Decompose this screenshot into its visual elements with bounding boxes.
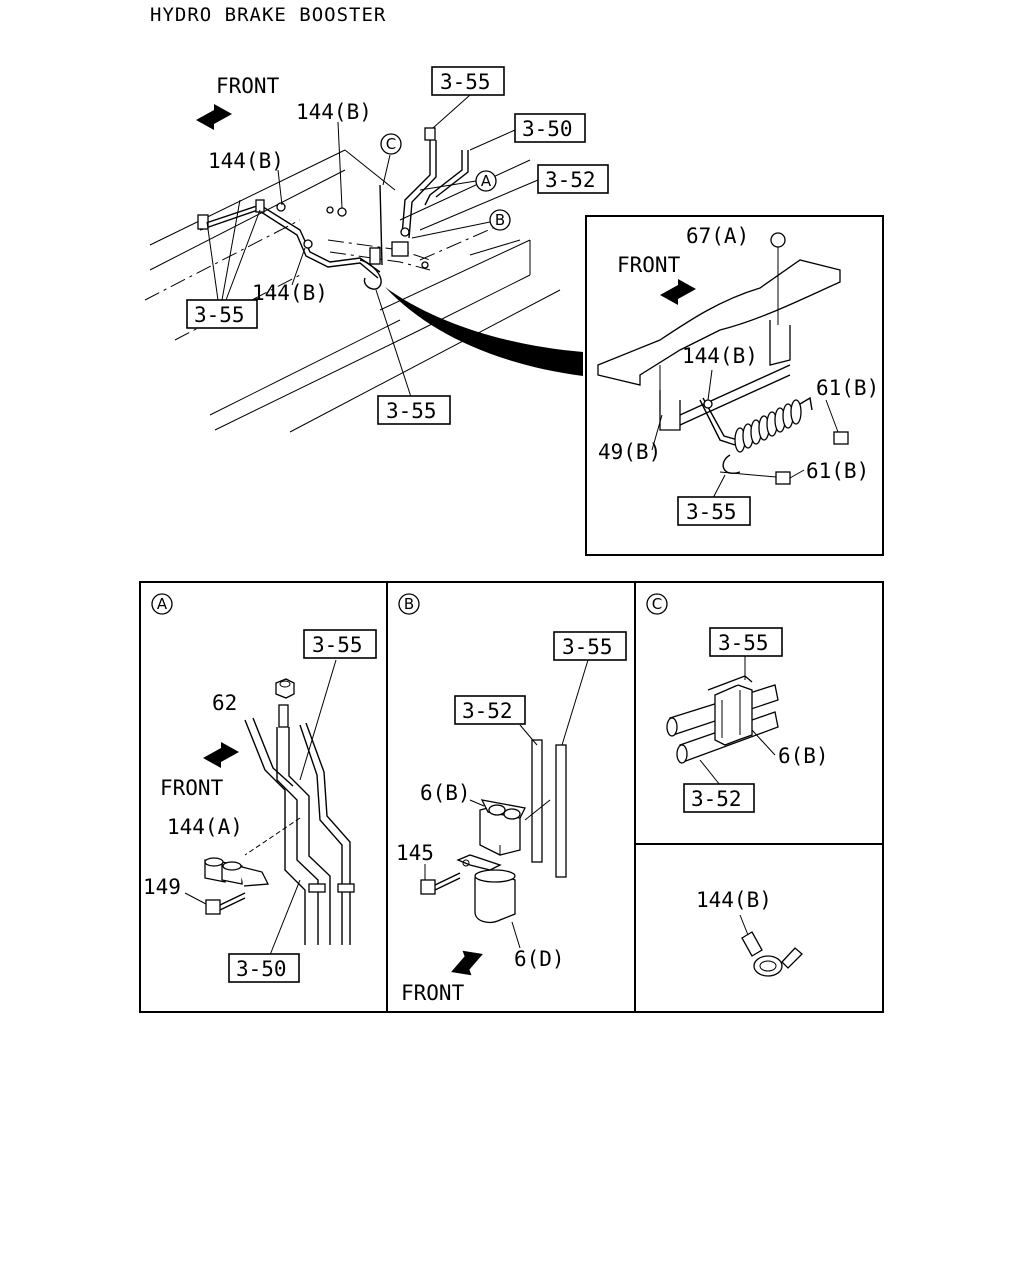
callout-c-panel: [646, 593, 668, 615]
label-144b-bottom: 144(B): [252, 281, 328, 305]
panel-144b: 144(B): [696, 888, 803, 977]
ref-box-3-55-top: [431, 66, 505, 96]
ref-box-3-50-main: [514, 113, 586, 143]
ref-box-3-55-detail: [677, 496, 751, 526]
mounting-plate: [597, 259, 841, 386]
bolt-149: [184, 892, 246, 915]
ref-3-50-main: 3-50: [522, 117, 573, 141]
ref-box-3-55-left: [186, 299, 258, 329]
clip-144a: [204, 857, 270, 887]
ref-3-55-bottom: 3-55: [386, 399, 437, 423]
ref-3-55-a: 3-55: [312, 633, 363, 657]
callout-a-main: [475, 170, 497, 192]
ref-box-3-52-c: [683, 783, 755, 813]
label-49b: 49(B): [598, 440, 661, 464]
panel-c: C 3-55 6(B) 3-52: [646, 593, 829, 813]
nut-62: [275, 678, 295, 699]
detail-connector: [385, 287, 583, 376]
main-view: FRONT: [144, 66, 609, 433]
front-label-detail: FRONT: [617, 253, 681, 277]
label-6b-b: 6(B): [420, 781, 471, 805]
svg-text:A: A: [481, 172, 492, 190]
svg-text:C: C: [652, 595, 662, 613]
lower-panels: [139, 581, 884, 1013]
lower-frame: [139, 581, 884, 1013]
ref-box-3-55-c: [709, 627, 783, 657]
label-144a: 144(A): [167, 815, 243, 839]
clamp-6d: [456, 854, 516, 923]
svg-text:B: B: [404, 595, 414, 613]
label-61b-bottom: 61(B): [806, 459, 869, 483]
ref-box-3-50-a: [228, 953, 300, 983]
ref-3-52-b: 3-52: [462, 699, 513, 723]
label-61b-top: 61(B): [816, 376, 879, 400]
ref-box-3-52-b: [454, 695, 526, 725]
panel-b: B 3-55 3-52 6(B) 145: [396, 593, 627, 1005]
callout-b-panel: [398, 593, 420, 615]
svg-text:C: C: [386, 135, 396, 153]
svg-text:B: B: [495, 211, 505, 229]
front-label-main: FRONT: [216, 74, 280, 98]
ref-3-55-c: 3-55: [718, 631, 769, 655]
grommet-6b-c: [666, 675, 779, 764]
ref-3-55-detail: 3-55: [686, 500, 737, 524]
pipe-3-55: [555, 744, 567, 878]
label-62: 62: [212, 691, 237, 715]
label-6d: 6(D): [514, 947, 565, 971]
nut-67a: [770, 232, 786, 248]
bolt-61b-bottom: [775, 471, 791, 485]
ref-box-3-55-a: [303, 629, 377, 659]
clip-144b: [741, 931, 803, 977]
label-144b-panel: 144(B): [696, 888, 772, 912]
panel-a: A 3-55 62 FRONT 144(A): [143, 593, 377, 983]
front-arrow-b: [451, 950, 483, 976]
label-67a: 67(A): [686, 224, 749, 248]
front-label-b: FRONT: [401, 981, 465, 1005]
svg-text:A: A: [157, 595, 168, 613]
detail-frame: [585, 215, 884, 556]
detail-inset: FRONT: [585, 215, 884, 556]
callout-a-panel: [151, 593, 173, 615]
bolt-61b-top: [833, 431, 849, 445]
label-149: 149: [143, 875, 181, 899]
ref-box-3-55-b: [553, 631, 627, 661]
ref-3-52-c: 3-52: [691, 787, 742, 811]
ref-3-55-left: 3-55: [194, 303, 245, 327]
ref-3-50-a: 3-50: [236, 957, 287, 981]
ref-3-55-top: 3-55: [440, 70, 491, 94]
pipe-3-52: [531, 739, 543, 863]
front-arrow-a: [203, 742, 239, 768]
callout-c-main: [380, 133, 402, 155]
ref-box-3-52-main: [537, 164, 609, 194]
bolt-145: [420, 864, 461, 895]
label-6b-c: 6(B): [778, 744, 829, 768]
front-arrow-main: [196, 104, 232, 130]
ref-3-52-main: 3-52: [545, 168, 596, 192]
front-label-a: FRONT: [160, 776, 224, 800]
label-145: 145: [396, 841, 434, 865]
label-144b-top: 144(B): [296, 100, 372, 124]
front-arrow-detail: [660, 279, 696, 305]
coiled-hose: [699, 396, 813, 474]
label-144b-left: 144(B): [208, 149, 284, 173]
label-144b-detail: 144(B): [682, 344, 758, 368]
diagram-title: HYDRO BRAKE BOOSTER: [150, 4, 386, 26]
ref-box-3-55-bottom: [377, 395, 451, 425]
callout-b-main: [489, 209, 511, 231]
grommet-6b: [479, 799, 526, 856]
ref-3-55-b: 3-55: [562, 635, 613, 659]
